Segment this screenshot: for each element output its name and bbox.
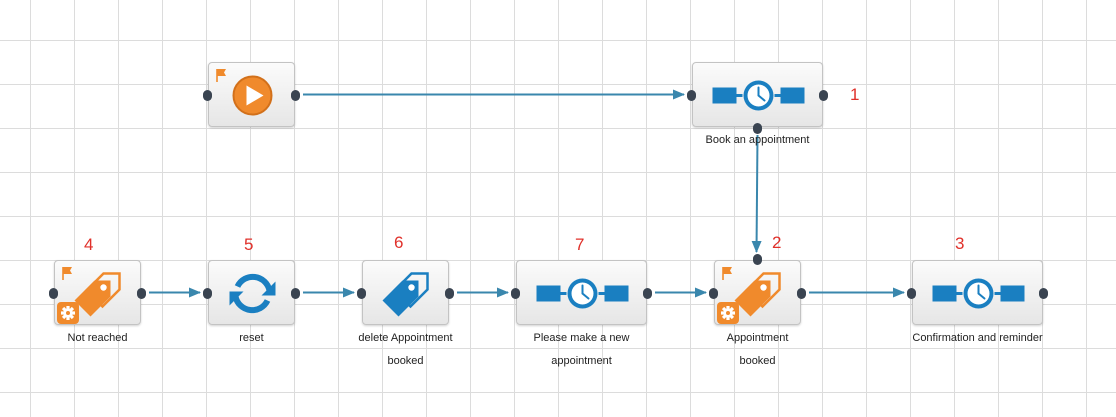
node-not-reached[interactable]	[54, 260, 141, 325]
gear-icon	[717, 302, 739, 324]
node-label: Appointment	[726, 332, 789, 344]
output-port[interactable]	[291, 89, 300, 101]
node-label: reset	[239, 332, 264, 344]
timer-icon	[536, 278, 629, 309]
refresh-icon	[229, 273, 276, 314]
output-port[interactable]	[819, 89, 828, 101]
flag-icon	[216, 69, 226, 82]
node-delete-appointment-booked[interactable]	[362, 260, 449, 325]
input-port[interactable]	[687, 89, 696, 101]
output-port[interactable]	[797, 287, 806, 299]
node-label: booked	[739, 355, 776, 367]
output-port[interactable]	[291, 287, 300, 299]
flag-icon	[62, 267, 72, 280]
gear-icon	[57, 302, 79, 324]
input-port[interactable]	[49, 287, 58, 299]
input-port[interactable]	[357, 287, 366, 299]
tag-icon	[382, 272, 429, 317]
node-confirmation-reminder[interactable]	[912, 260, 1043, 325]
output-port-bottom[interactable]	[752, 123, 762, 134]
output-port[interactable]	[445, 287, 454, 299]
flag-icon	[722, 267, 732, 280]
input-port[interactable]	[511, 287, 520, 299]
step-number: 3	[955, 234, 965, 253]
tag-icon	[717, 267, 781, 324]
output-port[interactable]	[643, 287, 652, 299]
step-number: 5	[244, 235, 254, 254]
input-port-top[interactable]	[752, 254, 762, 265]
step-number: 2	[772, 233, 782, 252]
node-appointment-booked[interactable]	[714, 260, 801, 325]
step-number: 1	[850, 85, 860, 104]
input-port[interactable]	[203, 89, 212, 101]
node-label: delete Appointment	[358, 332, 453, 344]
step-number: 6	[394, 233, 404, 252]
tag-icon	[57, 267, 121, 324]
node-label: Book an appointment	[705, 134, 810, 146]
node-book-appointment[interactable]	[692, 62, 823, 127]
node-make-new-appointment[interactable]	[516, 260, 647, 325]
node-label: Not reached	[67, 332, 128, 344]
input-port[interactable]	[907, 287, 916, 299]
node-reset[interactable]	[208, 260, 295, 325]
output-port[interactable]	[137, 287, 146, 299]
timer-icon	[712, 80, 805, 111]
node-label: booked	[387, 355, 424, 367]
edge-book-appointment-to-appointment-booked[interactable]	[751, 134, 762, 253]
timer-icon	[932, 278, 1025, 309]
node-label: Confirmation and reminder	[912, 332, 1043, 344]
input-port[interactable]	[203, 287, 212, 299]
node-start[interactable]	[208, 62, 295, 127]
step-number: 7	[575, 235, 585, 254]
step-number: 4	[84, 235, 94, 254]
play-icon	[216, 69, 273, 116]
input-port[interactable]	[709, 287, 718, 299]
node-label: appointment	[551, 355, 612, 367]
node-label: Please make a new	[533, 332, 630, 344]
output-port[interactable]	[1039, 287, 1048, 299]
